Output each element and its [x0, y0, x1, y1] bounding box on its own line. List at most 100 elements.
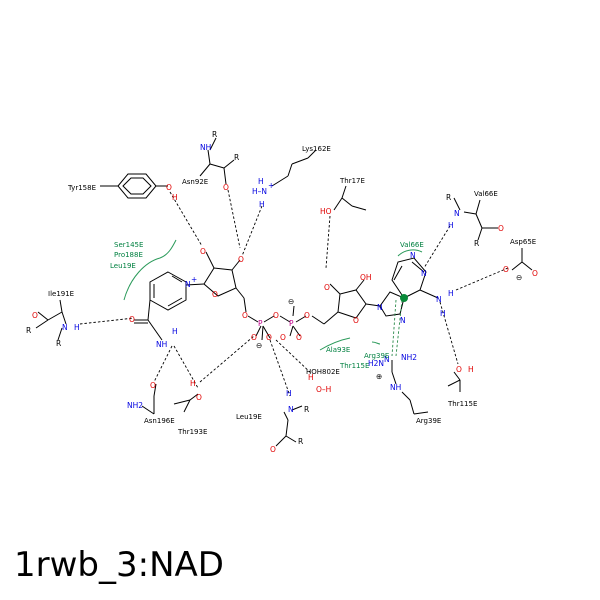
residue-label-asp65: Asp65E	[510, 238, 536, 246]
lys-charge: +	[268, 181, 274, 190]
residue-label-asn92: Asn92E	[182, 178, 208, 186]
arg39-h2n: H2N	[368, 359, 384, 368]
asp65-oxygen-1: O	[503, 265, 509, 274]
asn196-amine: NH2	[127, 401, 143, 410]
amide-hydrogen: H	[172, 327, 178, 336]
amide-oxygen: O	[129, 315, 135, 324]
phosphate-oxygen-1: O	[251, 333, 257, 342]
lys-h2: H	[259, 200, 265, 209]
phosphate-oxygen-3: O	[280, 333, 286, 342]
phosphate-charge-1: ⊖	[256, 341, 262, 350]
ile191-oxygen: O	[32, 311, 38, 320]
pyridinium-nitrogen: N	[185, 280, 191, 289]
adenine-amine-h2: H	[440, 309, 446, 318]
hydrophobic-label-pro188: Pro188E	[114, 251, 143, 259]
adenosine-3-hydroxyl: OH	[360, 273, 372, 282]
residue-label-thr193: Thr193E	[177, 428, 207, 436]
val66-nitrogen: N	[454, 209, 460, 218]
arg39-charge: ⊕	[376, 372, 382, 381]
leu19-r1: R	[304, 405, 309, 414]
lys-nitrogen: H–N	[252, 187, 267, 196]
thr17-hydroxyl: HO	[320, 207, 332, 216]
bridge-oxygen-3: O	[304, 311, 310, 320]
residue-label-asn196: Asn196E	[144, 417, 175, 425]
phosphate-oxygen-4: O	[296, 333, 302, 342]
hydrophobic-label-val66: Val66E	[400, 241, 424, 249]
asn92-r2: R	[234, 153, 239, 162]
residue-structures	[35, 137, 533, 447]
ile191-nitrogen: N	[62, 323, 68, 332]
ile191-r2: R	[56, 339, 61, 348]
adenosine-2-oxygen: O	[324, 283, 330, 292]
leu19-nitrogen: N	[288, 405, 294, 414]
residue-label-ile191: Ile191E	[48, 290, 74, 298]
leu19-hydrogen: H	[286, 389, 292, 398]
phosphorus-2: P	[289, 319, 294, 328]
hydrophobic-label-leu19: Leu19E	[110, 262, 136, 270]
hydrophobic-label-ser145: Ser145E	[114, 241, 143, 249]
hydrophobic-label-arg39: Arg39E	[364, 352, 389, 360]
adenine-n7: N	[400, 316, 406, 325]
ile191-r1: R	[26, 326, 31, 335]
water-h: H	[308, 373, 314, 382]
residue-atom-labels: O H NH R R O H H–N + H HO R N H O R O O …	[26, 130, 538, 454]
val66-hydrogen: H	[448, 221, 454, 230]
phosphate-oxygen-2: O	[266, 333, 272, 342]
adenine-n9: N	[377, 303, 383, 312]
adenine-n3: N	[410, 251, 416, 260]
val66-r1: R	[446, 193, 451, 202]
bridge-oxygen-1: O	[242, 311, 248, 320]
residue-label-lys162: Lys162E	[302, 145, 331, 153]
arg39-n: N	[384, 355, 390, 364]
pyridinium-charge: +	[191, 275, 197, 284]
arg39-nh: NH	[390, 383, 401, 392]
thr193-oxygen: O	[196, 393, 202, 402]
val66-r2: R	[474, 239, 479, 248]
asn92-r1: R	[212, 130, 217, 139]
lys-h: H	[258, 177, 264, 186]
asn196-oxygen: O	[150, 381, 156, 390]
hydrophobic-contacts	[123, 239, 423, 351]
thr115-hydrogen: H	[468, 365, 474, 374]
phosphate-charge-2: ⊖	[288, 297, 294, 306]
amide-nitrogen: NH	[156, 340, 167, 349]
asp65-oxygen-2: O	[532, 269, 538, 278]
hydrogen-bonds	[79, 189, 509, 397]
leu19-r2: R	[298, 437, 303, 446]
residue-label-arg39: Arg39E	[416, 417, 441, 425]
ile191-hydrogen: H	[74, 323, 80, 332]
adenine-amine-h: H	[448, 289, 454, 298]
asn92-nitrogen: NH	[200, 143, 211, 152]
asn92-oxygen: O	[223, 183, 229, 192]
ribose-ring-oxygen: O	[212, 290, 218, 299]
residue-label-hoh802: HOH802E	[306, 368, 340, 376]
val66-oxygen: O	[498, 224, 504, 233]
ribose-3-oxygen: O	[238, 255, 244, 264]
ligand-skeleton	[134, 251, 439, 341]
residue-label-val66: Val66E	[474, 190, 498, 198]
thr193-hydrogen: H	[190, 379, 196, 388]
residue-label-leu19: Leu19E	[236, 413, 262, 421]
arg39-nh2: NH2	[401, 353, 417, 362]
tyr-hydrogen: H	[172, 193, 178, 202]
adenosine-ring-oxygen: O	[353, 316, 359, 325]
hydrophobic-labels: Ser145E Pro188E Leu19E Val66E Ala93E Arg…	[110, 241, 424, 370]
leu19-oxygen: O	[270, 445, 276, 454]
hydrophobic-label-ala93: Ala93E	[326, 346, 350, 354]
water-oxygen: O–H	[316, 385, 331, 394]
atom-labels: N + O NH H O O O O P O P O O O ⊖ O O ⊖ O…	[129, 247, 454, 350]
adenine-n1: N	[421, 269, 427, 278]
contact-marker	[400, 294, 408, 302]
hydrophobic-label-thr115: Thr115E	[339, 362, 369, 370]
bridge-oxygen-2: O	[273, 311, 279, 320]
diagram-title: 1rwb_3:NAD	[14, 545, 224, 585]
ribose-2-oxygen: O	[200, 247, 206, 256]
residue-label-thr115: Thr115E	[447, 400, 477, 408]
thr115-oxygen: O	[456, 365, 462, 374]
adenine-amine: N	[436, 295, 442, 304]
phosphorus-1: P	[258, 319, 263, 328]
asp65-charge: ⊖	[516, 273, 522, 282]
residue-label-thr17: Thr17E	[339, 177, 365, 185]
residue-labels: Tyr158E Asn92E Lys162E Thr17E Val66E Asp…	[48, 145, 536, 436]
